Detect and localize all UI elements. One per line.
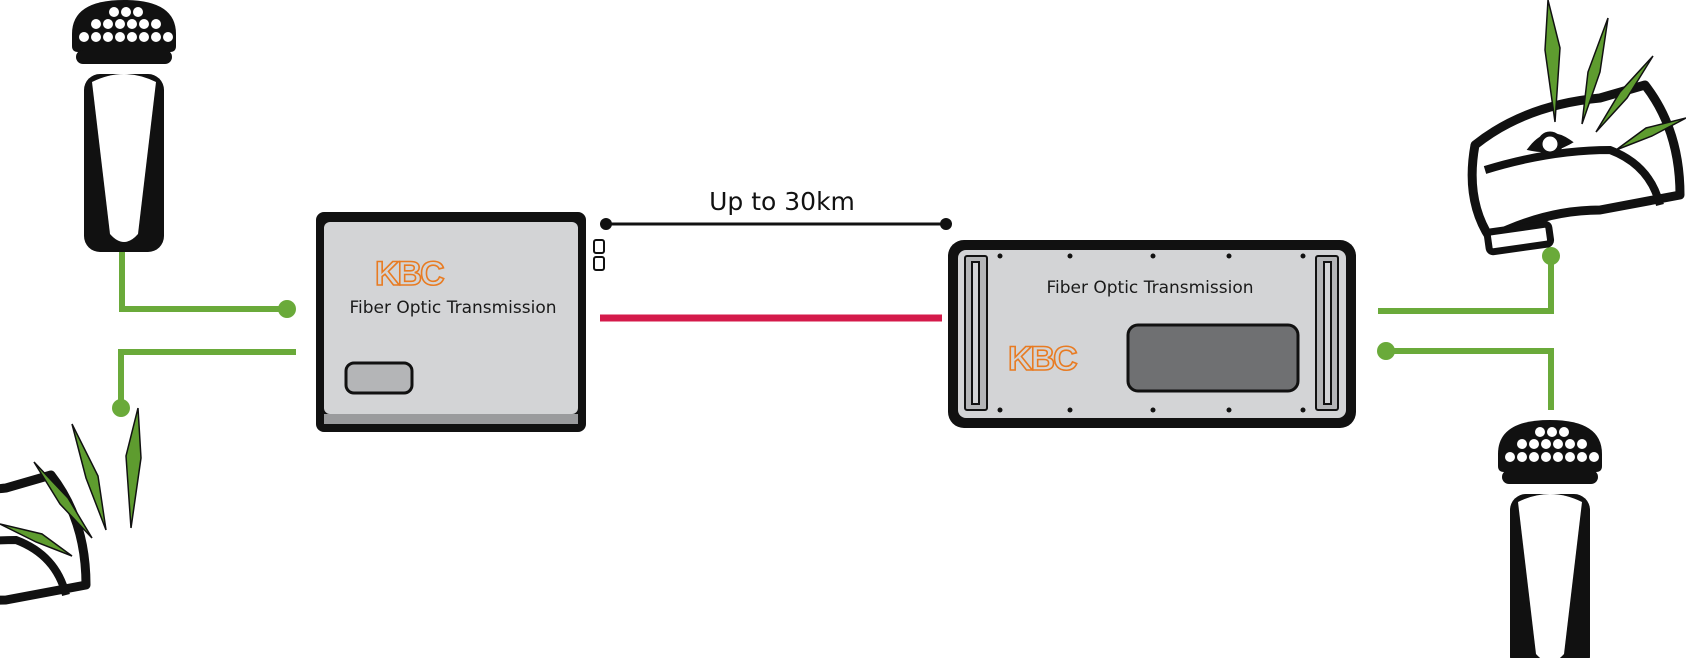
rack-screws (997, 253, 1306, 413)
sound-wave-icon (1544, 0, 1686, 151)
microphone-icon (72, 0, 176, 252)
receiver-label: Fiber Optic Transmission (1046, 278, 1253, 298)
speaker-icon (1472, 0, 1686, 252)
right-speaker-cable (1378, 256, 1554, 314)
receiver-display (1126, 323, 1300, 393)
rack-handle (964, 255, 1339, 411)
distance-label: Up to 30km (709, 187, 855, 216)
left-speaker-cable (118, 349, 296, 408)
receiver-logo: KBC (1008, 340, 1077, 378)
transmitter-display (344, 361, 414, 395)
speaker-icon (0, 407, 142, 642)
microphone-icon (1498, 420, 1602, 658)
receiver-unit: Fiber Optic Transmission KBC (948, 240, 1356, 428)
signal-lines (118, 250, 1554, 410)
transmitter-logo: KBC (375, 255, 444, 293)
left-mic-cable (119, 250, 287, 312)
right-mic-cable (1386, 348, 1554, 410)
transmitter-unit: KBC Fiber Optic Transmission (316, 212, 586, 432)
signal-endpoints (112, 247, 1560, 417)
sound-wave-icon (0, 407, 142, 557)
fiber-connector-icon (593, 239, 605, 271)
distance-indicator: Up to 30km (600, 187, 952, 230)
transmitter-label: Fiber Optic Transmission (349, 298, 556, 318)
